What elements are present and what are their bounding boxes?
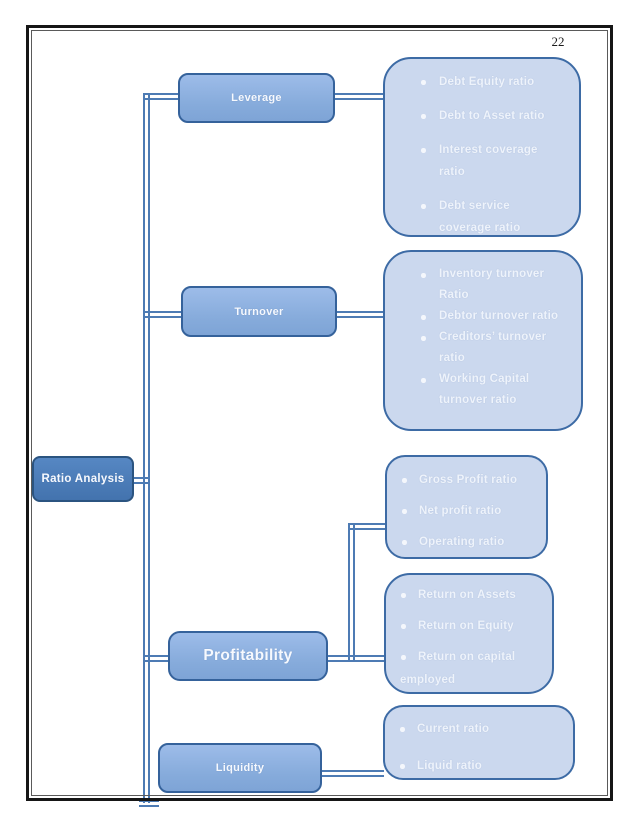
bullet-list: Current ratio Liquid ratio bbox=[385, 718, 567, 777]
connector-liquidity-right bbox=[322, 770, 384, 777]
profitability-margin-detail-box: Gross Profit ratio Net profit ratio Oper… bbox=[385, 455, 548, 559]
connector-trunk-vertical bbox=[143, 93, 150, 803]
node-turnover: Turnover bbox=[181, 286, 337, 337]
list-item: Return on Equity bbox=[386, 615, 546, 637]
bullet-icon bbox=[421, 336, 426, 341]
list-item-text: Return on capital bbox=[418, 651, 516, 663]
bullet-icon bbox=[421, 80, 426, 85]
connector-turnover-left bbox=[143, 311, 182, 318]
connector-root-to-trunk bbox=[134, 477, 150, 484]
liquidity-detail-box: Current ratio Liquid ratio bbox=[383, 705, 575, 780]
list-item-text: Interest coverage ratio bbox=[439, 144, 538, 178]
bullet-list: Return on Assets Return on Equity Return… bbox=[386, 584, 546, 668]
node-ratio-analysis: Ratio Analysis bbox=[32, 456, 134, 502]
bullet-icon bbox=[401, 624, 406, 629]
bullet-icon bbox=[421, 204, 426, 209]
node-label: Profitability bbox=[203, 647, 293, 664]
list-item: Creditors’ turnover ratio bbox=[385, 327, 575, 369]
list-item-text: Inventory turnover Ratio bbox=[439, 268, 545, 301]
list-item-text: Debtor turnover ratio bbox=[439, 310, 559, 322]
connector-profitability-left bbox=[143, 655, 169, 662]
list-item-text: Gross Profit ratio bbox=[419, 474, 518, 486]
bullet-icon bbox=[401, 593, 406, 598]
list-item: Interest coverage ratio bbox=[385, 139, 571, 183]
list-item: Current ratio bbox=[385, 718, 567, 740]
connector-turnover-right bbox=[337, 311, 384, 318]
list-item: Debt to Asset ratio bbox=[385, 105, 571, 127]
list-item-text: Debt Equity ratio bbox=[439, 76, 535, 88]
list-item-text: Operating ratio bbox=[419, 536, 505, 548]
bullet-icon bbox=[421, 315, 426, 320]
bullet-icon bbox=[402, 478, 407, 483]
wrapped-word-employed: employed bbox=[400, 674, 456, 686]
list-item-text: Debt service coverage ratio bbox=[439, 200, 521, 234]
connector-trunk-bottom-hook bbox=[139, 800, 159, 807]
list-item-text: Liquid ratio bbox=[417, 760, 483, 772]
list-item: Return on capital bbox=[386, 646, 546, 668]
bullet-icon bbox=[421, 273, 426, 278]
bullet-list: Gross Profit ratio Net profit ratio Oper… bbox=[387, 469, 540, 553]
bullet-icon bbox=[421, 148, 426, 153]
bullet-icon bbox=[401, 655, 406, 660]
node-profitability: Profitability bbox=[168, 631, 328, 681]
list-item-text: Debt to Asset ratio bbox=[439, 110, 545, 122]
list-item-text: Net profit ratio bbox=[419, 505, 502, 517]
list-item-text: Current ratio bbox=[417, 723, 490, 735]
node-liquidity: Liquidity bbox=[158, 743, 322, 793]
connector-profitability-branch-top bbox=[348, 523, 386, 530]
list-item: Debt Equity ratio bbox=[385, 71, 571, 93]
turnover-detail-box: Inventory turnover Ratio Debtor turnover… bbox=[383, 250, 583, 431]
profitability-return-detail-box: Return on Assets Return on Equity Return… bbox=[384, 573, 554, 694]
bullet-list: Debt Equity ratio Debt to Asset ratio In… bbox=[385, 71, 571, 239]
list-item: Gross Profit ratio bbox=[387, 469, 540, 491]
bullet-icon bbox=[421, 114, 426, 119]
list-item: Working Capital turnover ratio bbox=[385, 369, 575, 411]
connector-profitability-right bbox=[328, 655, 385, 662]
connector-leverage-right bbox=[335, 93, 384, 100]
bullet-icon bbox=[400, 727, 405, 732]
bullet-list: Inventory turnover Ratio Debtor turnover… bbox=[385, 264, 575, 411]
list-item: Net profit ratio bbox=[387, 500, 540, 522]
bullet-icon bbox=[400, 764, 405, 769]
list-item-text: Return on Equity bbox=[418, 620, 514, 632]
node-label: Ratio Analysis bbox=[41, 472, 125, 485]
bullet-icon bbox=[402, 509, 407, 514]
node-label: Leverage bbox=[231, 92, 282, 104]
list-item: Debtor turnover ratio bbox=[385, 306, 575, 327]
list-item-text: Working Capital turnover ratio bbox=[439, 373, 530, 406]
node-label: Liquidity bbox=[215, 762, 265, 774]
list-item: Inventory turnover Ratio bbox=[385, 264, 575, 306]
node-label: Turnover bbox=[234, 305, 284, 318]
list-item: Operating ratio bbox=[387, 531, 540, 553]
list-item-text: Return on Assets bbox=[418, 589, 516, 601]
list-item: Liquid ratio bbox=[385, 755, 567, 777]
bullet-icon bbox=[421, 378, 426, 383]
list-item: Debt service coverage ratio bbox=[385, 195, 571, 239]
connector-leverage-left bbox=[143, 93, 179, 100]
list-item-text: Creditors’ turnover ratio bbox=[439, 331, 547, 364]
node-leverage: Leverage bbox=[178, 73, 335, 123]
page-number: 22 bbox=[551, 34, 565, 49]
connector-profitability-branch-vertical bbox=[348, 523, 355, 662]
list-item: Return on Assets bbox=[386, 584, 546, 606]
bullet-icon bbox=[402, 540, 407, 545]
leverage-detail-box: Debt Equity ratio Debt to Asset ratio In… bbox=[383, 57, 581, 237]
